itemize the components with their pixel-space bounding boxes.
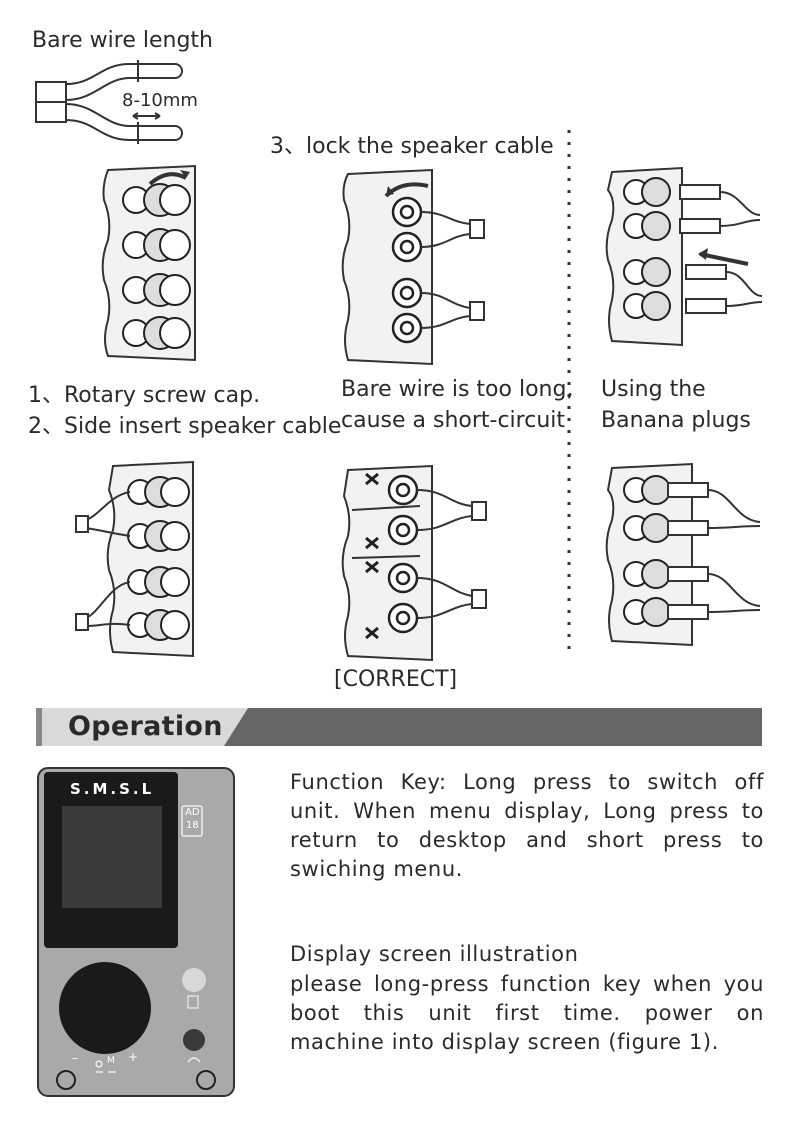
panel-correct: [341, 464, 487, 662]
section-title-operation: Operation: [68, 711, 223, 742]
step-2-label: 2、Side insert speaker cable: [28, 414, 342, 439]
volume-minus-label: –: [72, 1051, 78, 1065]
step-1-label: 1、Rotary screw cap.: [28, 383, 261, 408]
panel-rotary-caps: [101, 164, 196, 362]
bare-wire-diagram: [35, 60, 183, 144]
step-3-label: 3、lock the speaker cable: [270, 134, 554, 159]
bare-wire-measure: 8-10mm: [122, 90, 198, 111]
volume-plus-label: +: [128, 1050, 139, 1064]
banana-line-2: Banana plugs: [601, 408, 751, 433]
function-key-text: Function Key: Long press to switch off u…: [290, 770, 764, 881]
correct-label: [CORRECT]: [334, 667, 458, 692]
banana-line-1: Using the: [601, 377, 706, 402]
device-brand: S.M.S.L: [70, 780, 155, 798]
panel-banana-top: [605, 166, 763, 347]
bare-wire-title: Bare wire length: [32, 28, 213, 53]
panel-side-insert: [75, 460, 194, 658]
device-model-bottom: 18: [186, 820, 199, 831]
operation-header-bar: [36, 708, 762, 746]
mode-label: M: [107, 1056, 115, 1066]
display-text: please long-press function key when you …: [290, 972, 764, 1054]
wiring-illustrations: [35, 60, 763, 662]
device-model-top: AD: [185, 807, 200, 818]
panel-lock-cable: [341, 168, 485, 366]
display-heading: Display screen illustration: [290, 942, 579, 966]
panel-banana-bottom: [605, 462, 761, 647]
warning-line-2: cause a short-circuit: [341, 408, 566, 433]
warning-line-1: Bare wire is too long,: [341, 377, 574, 402]
